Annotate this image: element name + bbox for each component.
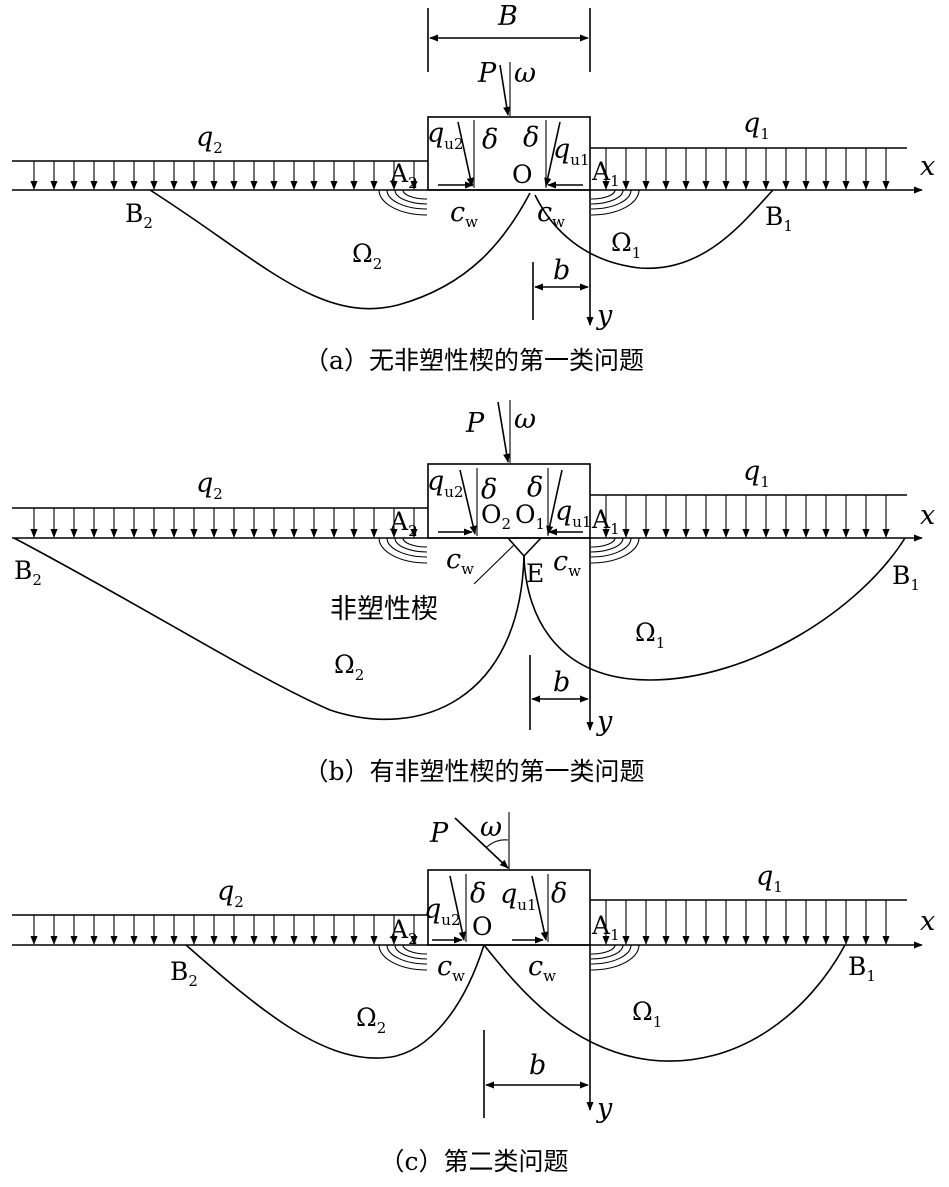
qu2-label: qu2 xyxy=(427,466,464,501)
ground-surface-c xyxy=(12,899,923,1118)
cw-left-label: cw xyxy=(446,544,474,578)
width-label: B xyxy=(497,1,518,32)
point-b1-label: B1 xyxy=(765,202,793,235)
y-axis-label: y xyxy=(596,300,613,331)
slip-surfaces-b xyxy=(13,537,906,721)
non-plastic-wedge-label: 非塑性楔 xyxy=(330,594,438,625)
caption-c: （c）第二类问题 xyxy=(379,1147,568,1176)
surcharge-left-label: q2 xyxy=(196,122,223,157)
region-omega1-label: Ω1 xyxy=(611,228,641,262)
region-omega2-label: Ω2 xyxy=(352,239,382,273)
vertex-o-label: O xyxy=(472,912,493,941)
labels-c: P ω q2 q1 qu2 qu1 δ δ O A2 A1 B2 B1 cw c… xyxy=(170,812,935,1176)
cw-left-label: cw xyxy=(437,951,465,985)
surcharge-left-label: q2 xyxy=(217,876,244,911)
wedge-tip-e-label: E xyxy=(526,559,544,588)
point-b2-label: B2 xyxy=(125,199,153,232)
surcharge-right-label: q1 xyxy=(743,108,770,143)
delta-right-label: δ xyxy=(527,472,543,503)
point-a2-label: A2 xyxy=(389,915,418,948)
vertex-o-label: O xyxy=(512,160,533,189)
point-b1-label: B1 xyxy=(892,561,920,594)
cw-right-label: cw xyxy=(553,546,581,580)
slip-surfaces-a xyxy=(149,189,774,310)
point-b2-label: B2 xyxy=(170,957,198,990)
footing-b xyxy=(427,400,591,539)
region-omega2-label: Ω2 xyxy=(334,650,364,684)
panel-b: P ω q2 q1 qu2 qu1 δ δ O2 O1 A2 A1 B2 B1 … xyxy=(12,400,935,786)
delta-left-label: δ xyxy=(470,878,486,909)
delta-right-label: δ xyxy=(551,878,567,909)
x-axis-label: x xyxy=(920,906,935,937)
load-arrows-b xyxy=(30,495,890,538)
point-a1-label: A1 xyxy=(591,911,620,944)
inclination-label: ω xyxy=(514,404,536,435)
load-arrows-a xyxy=(30,148,890,190)
dimension-b-label: b xyxy=(553,255,570,286)
delta-left-label: δ xyxy=(482,124,498,155)
ground-surface-b xyxy=(12,494,923,731)
load-label: P xyxy=(429,818,449,849)
panel-a: B P ω q2 q1 qu2 qu1 δ δ O A2 A1 B2 B1 cw… xyxy=(12,1,935,375)
dimension-b-label: b xyxy=(529,1050,546,1081)
load-arrows-c xyxy=(30,900,890,945)
point-b2-label: B2 xyxy=(14,556,42,589)
x-axis-label: x xyxy=(920,151,935,182)
panel-c: P ω q2 q1 qu2 qu1 δ δ O A2 A1 B2 B1 cw c… xyxy=(12,812,935,1176)
labels-a: B P ω q2 q1 qu2 qu1 δ δ O A2 A1 B2 B1 cw… xyxy=(125,1,935,375)
dimension-b-label: b xyxy=(553,667,570,698)
surcharge-left-label: q2 xyxy=(196,468,223,503)
surcharge-right-label: q1 xyxy=(743,456,770,491)
point-a1-label: A1 xyxy=(591,505,620,538)
qu2-label: qu2 xyxy=(427,118,464,153)
x-axis-label: x xyxy=(920,500,935,531)
point-b1-label: B1 xyxy=(848,952,876,985)
point-a1-label: A1 xyxy=(591,157,620,190)
region-omega1-label: Ω1 xyxy=(635,618,665,652)
cw-left-label: cw xyxy=(450,197,478,231)
delta-left-label: δ xyxy=(481,474,497,505)
qu1-label: qu1 xyxy=(553,134,590,169)
labels-b: P ω q2 q1 qu2 qu1 δ δ O2 O1 A2 A1 B2 B1 … xyxy=(14,404,935,786)
cw-right-label: cw xyxy=(537,197,565,231)
caption-b: （b）有非塑性楔的第一类问题 xyxy=(303,757,644,786)
load-label: P xyxy=(465,408,485,439)
y-axis-label: y xyxy=(596,706,613,737)
region-omega2-label: Ω2 xyxy=(356,1003,386,1037)
delta-right-label: δ xyxy=(523,122,539,153)
qu1-label: qu1 xyxy=(555,496,592,531)
load-label: P xyxy=(477,58,497,89)
ground-surface-a xyxy=(12,147,923,326)
point-a2-label: A2 xyxy=(389,507,418,540)
region-omega1-label: Ω1 xyxy=(632,997,662,1031)
qu1-label: qu1 xyxy=(500,879,537,914)
inclination-label: ω xyxy=(514,58,536,89)
inclination-label: ω xyxy=(480,812,502,843)
vertex-o2-label: O2 xyxy=(481,500,511,533)
vertex-o1-label: O1 xyxy=(515,500,545,533)
qu2-label: qu2 xyxy=(424,894,461,929)
caption-a: （a）无非塑性楔的第一类问题 xyxy=(304,346,644,375)
y-axis-label: y xyxy=(596,1093,613,1124)
slip-surfaces-c xyxy=(185,944,846,1062)
surcharge-right-label: q1 xyxy=(756,861,783,896)
point-a2-label: A2 xyxy=(389,159,418,192)
cw-right-label: cw xyxy=(528,951,556,985)
